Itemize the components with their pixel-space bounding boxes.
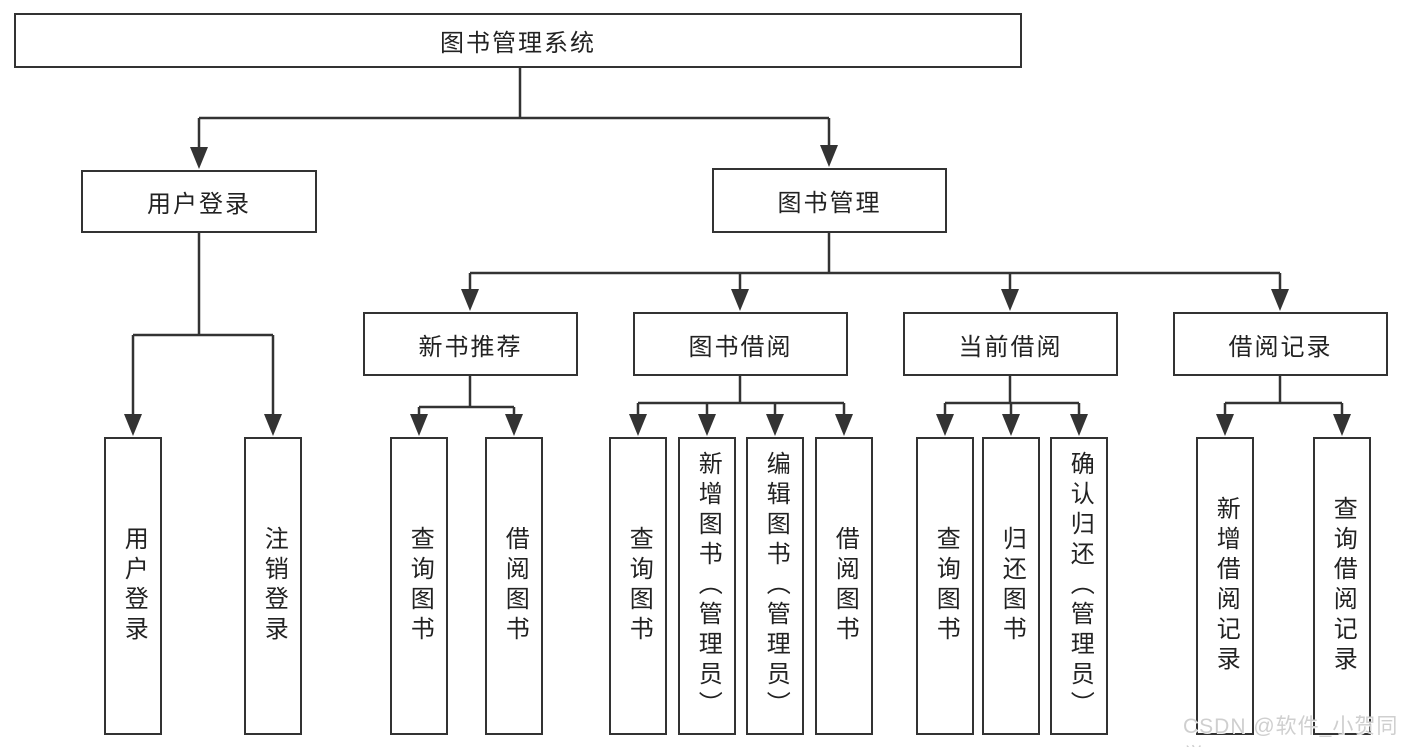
leaf-borrow-books: 借阅图书 xyxy=(815,437,873,735)
leaf-user-login-label: 用户登录 xyxy=(120,526,148,646)
branch-user-login-label: 用户登录 xyxy=(147,191,251,218)
leaf-search-borrow-record-label: 查询借阅记录 xyxy=(1329,496,1357,676)
section-borrow-records-label: 借阅记录 xyxy=(1228,333,1333,361)
leaf-return-books-label: 归还图书 xyxy=(998,526,1026,646)
leaf-logout-login-label: 注销登录 xyxy=(260,526,288,646)
arrowheads xyxy=(124,145,1351,436)
leaf-search-books-borrow-label: 查询图书 xyxy=(625,526,653,646)
leaf-search-books-recommend: 查询图书 xyxy=(390,437,448,735)
section-current-borrow: 当前借阅 xyxy=(903,312,1118,376)
root-node-label: 图书管理系统 xyxy=(440,30,596,57)
section-new-book-recommend: 新书推荐 xyxy=(363,312,578,376)
leaf-add-books-admin-label: 新增图书（管理员） xyxy=(694,451,722,721)
branch-book-management: 图书管理 xyxy=(712,168,947,233)
leaf-search-borrow-record: 查询借阅记录 xyxy=(1313,437,1371,735)
section-book-borrow-label: 图书借阅 xyxy=(688,333,793,361)
section-current-borrow-label: 当前借阅 xyxy=(958,333,1063,361)
section-new-book-recommend-label: 新书推荐 xyxy=(418,333,523,361)
leaf-user-login: 用户登录 xyxy=(104,437,162,735)
leaf-return-books: 归还图书 xyxy=(982,437,1040,735)
leaf-borrow-books-recommend-label: 借阅图书 xyxy=(501,526,529,646)
leaf-logout-login: 注销登录 xyxy=(244,437,302,735)
root-node-library-system: 图书管理系统 xyxy=(14,13,1022,68)
leaf-confirm-return-admin: 确认归还（管理员） xyxy=(1050,437,1108,735)
leaf-add-books-admin: 新增图书（管理员） xyxy=(678,437,736,735)
leaf-search-books-recommend-label: 查询图书 xyxy=(406,526,434,646)
leaf-add-borrow-record-label: 新增借阅记录 xyxy=(1212,496,1240,676)
leaf-search-books-current: 查询图书 xyxy=(916,437,974,735)
leaf-borrow-books-label: 借阅图书 xyxy=(831,526,859,646)
leaf-search-books-borrow: 查询图书 xyxy=(609,437,667,735)
leaf-add-borrow-record: 新增借阅记录 xyxy=(1196,437,1254,735)
section-book-borrow: 图书借阅 xyxy=(633,312,848,376)
leaf-edit-books-admin-label: 编辑图书（管理员） xyxy=(762,451,790,721)
leaf-search-books-current-label: 查询图书 xyxy=(932,526,960,646)
section-borrow-records: 借阅记录 xyxy=(1173,312,1388,376)
leaf-borrow-books-recommend: 借阅图书 xyxy=(485,437,543,735)
leaf-edit-books-admin: 编辑图书（管理员） xyxy=(746,437,804,735)
branch-book-management-label: 图书管理 xyxy=(777,190,882,217)
csdn-watermark: CSDN @软件_小贺同学 xyxy=(1183,715,1399,747)
leaf-confirm-return-admin-label: 确认归还（管理员） xyxy=(1066,451,1094,721)
branch-user-login: 用户登录 xyxy=(81,170,317,233)
